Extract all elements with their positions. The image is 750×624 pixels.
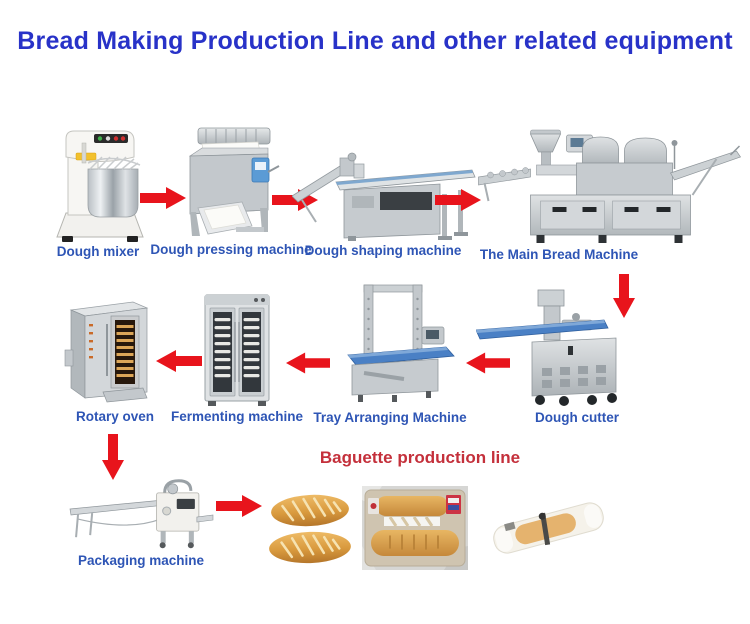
flow-arrow-down-icon <box>613 274 635 318</box>
packaged-baguettes-photo <box>362 486 468 570</box>
dough-pressing-machine-image <box>176 124 281 242</box>
flow-arrow-right-icon <box>140 187 186 209</box>
wrapped-baguette-photo <box>486 490 612 566</box>
rotary-oven-image <box>62 294 154 406</box>
main-bread-machine-image <box>477 125 745 247</box>
baguette-loaves-photo <box>266 492 354 566</box>
dough-mixer-label: Dough mixer <box>56 244 140 259</box>
flow-arrow-right-icon <box>216 495 262 517</box>
fermenting-machine-label: Fermenting machine <box>170 409 304 424</box>
dough-pressing-machine-label: Dough pressing machine <box>150 242 312 257</box>
rotary-oven-label: Rotary oven <box>75 409 155 424</box>
fermenting-machine-image <box>202 292 272 408</box>
dough-cutter-image <box>476 286 636 408</box>
flow-arrow-right-icon <box>435 189 481 211</box>
baguette-production-line-heading: Baguette production line <box>319 448 521 467</box>
flow-arrow-down-icon <box>102 434 124 480</box>
flow-arrow-left-icon <box>466 352 510 374</box>
tray-arranging-machine-image <box>334 282 459 406</box>
flow-arrow-left-icon <box>286 352 330 374</box>
dough-shaping-machine-label: Dough shaping machine <box>304 243 462 258</box>
dough-shaping-machine-image <box>292 150 477 245</box>
packaging-machine-image <box>68 478 214 550</box>
flow-arrow-left-icon <box>156 350 202 372</box>
dough-mixer-image <box>50 117 150 245</box>
page-title: Bread Making Production Line and other r… <box>17 27 733 55</box>
main-bread-machine-label: The Main Bread Machine <box>479 247 639 262</box>
dough-cutter-label: Dough cutter <box>535 410 619 425</box>
packaging-machine-label: Packaging machine <box>77 553 205 568</box>
tray-arranging-machine-label: Tray Arranging Machine <box>313 410 467 425</box>
